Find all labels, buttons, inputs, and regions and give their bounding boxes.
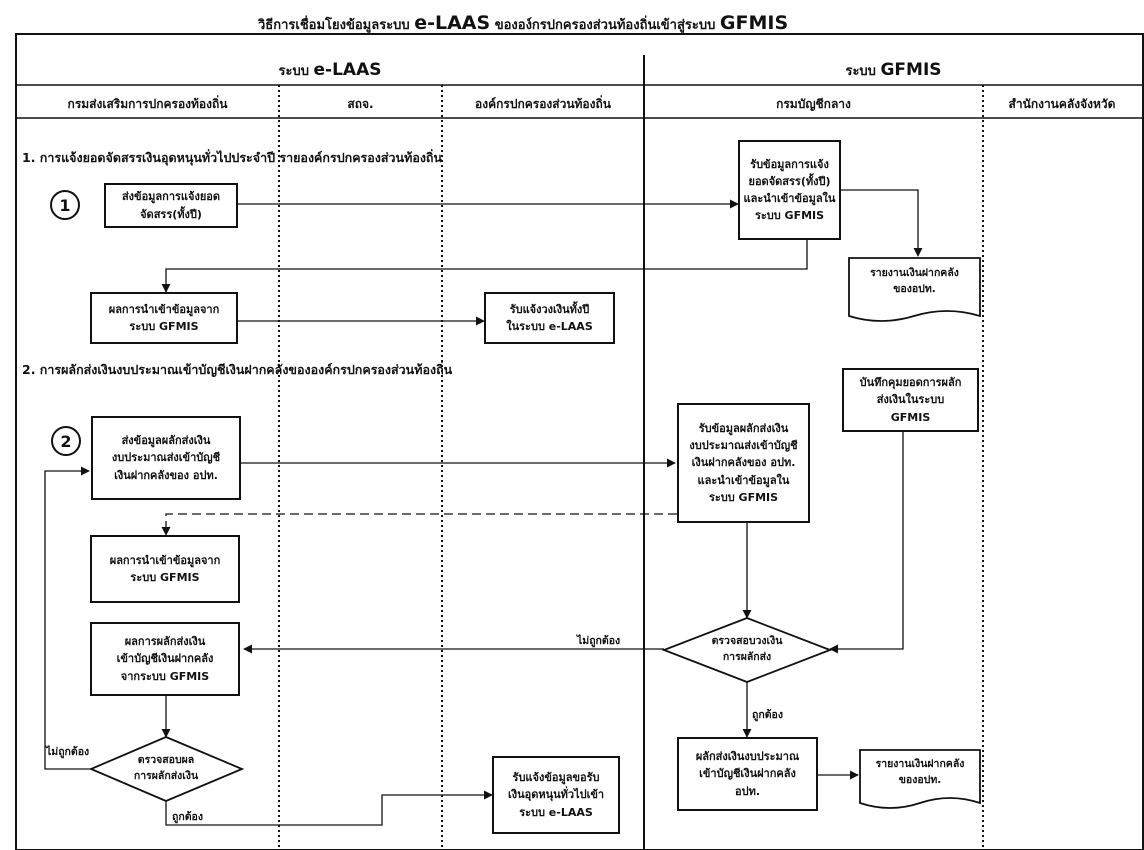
lane-header: กรมส่งเสริมการปกครองท้องถิ่น [67,97,228,111]
step-number-1: 1 [50,190,80,220]
process-box-b3: ผลการนำเข้าข้อมูลจาก ระบบ GFMIS [90,292,238,344]
decision-dec2: ตรวจสอบผล การผลักส่งเงิน [133,754,199,782]
decision-shape-dec2 [88,736,245,802]
process-box-b6: รับข้อมูลผลักส่งเงิน งบประมาณส่งเข้าบัญช… [677,403,810,523]
arrow-b2-to-b3 [161,240,808,293]
process-box-b11: ผลักส่งเงินงบประมาณ เข้าบัญชีเงินฝากคลัง… [677,737,818,811]
process-box-b1: ส่งข้อมูลการแจ้งยอด จัดสรร(ทั้งปี) [104,183,238,228]
document-shape-d1 [848,257,981,322]
system-name: e-LAAS [313,60,382,80]
system-prefix: ระบบ [278,64,314,79]
lane-header: สำนักงานคลังจังหวัด [1008,97,1116,111]
step-number-2: 2 [51,426,81,456]
arrow-b2-to-d1 [841,189,923,257]
section-heading-1: 1. การแจ้งยอดจัดสรรเงินอุดหนุนทั่วไปประจ… [22,150,443,165]
title-elaas: e-LAAS [414,12,491,34]
arrow-dec2-to-b10 [165,790,493,826]
lane-header: สถจ. [347,97,374,111]
arrow-dec2-wrong-loop [44,466,91,770]
edge-label-right-1: ถูกต้อง [752,709,783,721]
process-box-b10: รับแจ้งข้อมูลขอรับ เงินอุดหนุนทั่วไปเข้า… [492,756,620,834]
lane-header: องค์กรปกครองส่วนท้องถิ่น [475,97,611,111]
edge-label-wrong-2: ไม่ถูกต้อง [46,746,90,758]
decision-shape-dec1 [661,617,833,683]
edge-label-wrong-1: ไม่ถูกต้อง [577,635,621,647]
document-d2: รายงานเงินฝากคลัง ของอปท. [875,758,965,786]
arrow-b7-to-dec1 [829,432,904,654]
lane-header: กรมบัญชีกลาง [776,97,851,111]
decision-dec1: ตรวจสอบวงเงิน การผลักส่ง [711,635,783,663]
process-box-b4: รับแจ้งวงเงินทั้งปี ในระบบ e-LAAS [484,292,615,344]
document-d1: รายงานเงินฝากคลัง ของอปท. [870,267,959,295]
system-name: GFMIS [880,60,942,80]
process-box-b7: บันทึกคุมยอดการผลัก ส่งเงินในระบบ GFMIS [842,368,979,432]
diagram-title: วิธีการเชื่อมโยงข้อมูลระบบ e-LAAS ขององ์… [258,14,788,33]
process-box-b8: ผลการนำเข้าข้อมูลจาก ระบบ GFMIS [90,535,240,603]
edge-label-right-2: ถูกต้อง [172,811,203,823]
system-prefix: ระบบ [845,64,881,79]
document-shape-d2 [859,749,981,809]
system-header-elaas: ระบบ e-LAAS [16,60,644,81]
process-box-b2: รับข้อมูลการแจ้ง ยอดจัดสรร(ทั้งปี) และนำ… [738,140,841,240]
process-box-b9: ผลการผลักส่งเงิน เข้าบัญชีเงินฝากคลัง จา… [90,622,240,696]
system-header-gfmis: ระบบ GFMIS [644,60,1143,81]
title-prefix: วิธีการเชื่อมโยงข้อมูลระบบ [258,18,415,33]
title-gfmis: GFMIS [719,12,789,34]
title-middle: ขององ์กรปกครองส่วนท้องถิ่นเข้าสู่ระบบ [490,18,720,33]
process-box-b5: ส่งข้อมูลผลักส่งเงิน งบประมาณส่งเข้าบัญช… [91,416,241,500]
outer-frame [15,33,1144,850]
arrow-b6-to-b8 [161,513,677,536]
section-heading-2: 2. การผลักส่งเงินงบประมาณเข้าบัญชีเงินฝา… [22,362,453,377]
